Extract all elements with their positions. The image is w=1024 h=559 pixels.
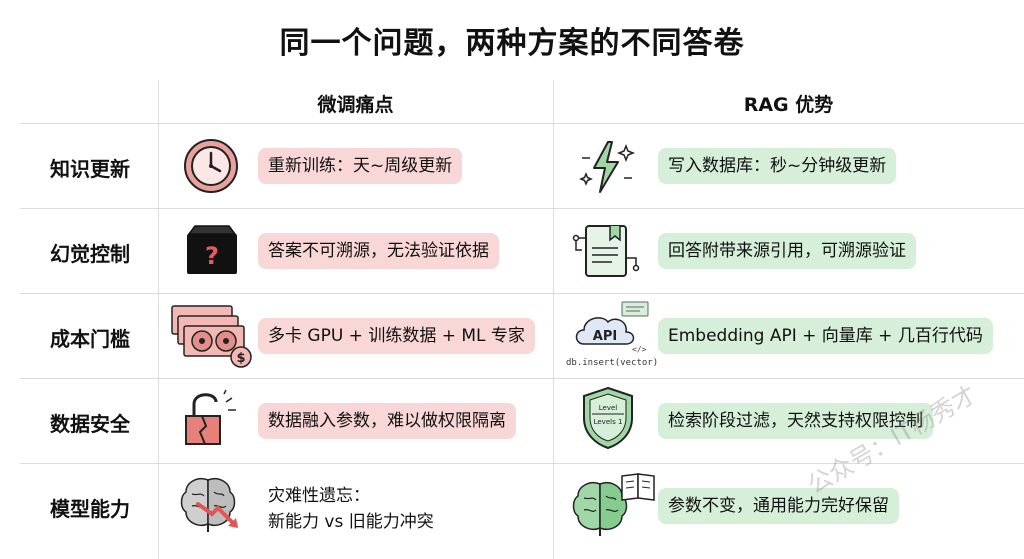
- row-divider: [20, 208, 1024, 209]
- lightning-sparkle-icon: [579, 141, 636, 193]
- cited-document-icon: [572, 225, 640, 277]
- column-header-advantage: RAG 优势: [743, 94, 834, 116]
- pain-pill: 答案不可溯源，无法验证依据: [258, 233, 499, 269]
- column-header-pain: 微调痛点: [317, 94, 394, 116]
- pain-pill: 数据融入参数，难以做权限隔离: [258, 403, 516, 439]
- brain-decline-icon: [180, 478, 238, 532]
- advantage-pill: 检索阶段过滤，天然支持权限控制: [658, 403, 933, 439]
- row-divider: [20, 293, 1024, 294]
- row-label: 幻觉控制: [50, 242, 130, 266]
- row-label: 模型能力: [50, 497, 130, 521]
- advantage-pill: 参数不变，通用能力完好保留: [658, 488, 899, 524]
- broken-lock-icon: [185, 389, 236, 445]
- pain-text-line2: 新能力 vs 旧能力冲突: [268, 512, 434, 532]
- header-divider: [20, 123, 1024, 124]
- row-label: 数据安全: [50, 412, 130, 436]
- dollar-sign-text: $: [236, 351, 245, 366]
- api-cloud-icon: API </>: [575, 301, 649, 354]
- brain-book-icon: [572, 473, 655, 536]
- row-label: 成本门槛: [50, 327, 130, 351]
- shield-levels-icon: Level Levels 1: [583, 386, 633, 450]
- svg-text:</>: </>: [632, 345, 647, 354]
- shield-bottom-text: Levels 1: [594, 418, 623, 426]
- column-divider: [553, 80, 554, 559]
- row-divider: [20, 463, 1024, 464]
- pain-pill: 多卡 GPU + 训练数据 + ML 专家: [258, 318, 535, 354]
- code-caption: db.insert(vector): [566, 358, 659, 368]
- row-label: 知识更新: [50, 157, 130, 181]
- pain-text-line1: 灾难性遗忘：: [268, 486, 370, 506]
- clock-icon: [184, 139, 238, 193]
- advantage-pill: Embedding API + 向量库 + 几百行代码: [658, 318, 993, 354]
- page-title: 同一个问题，两种方案的不同答卷: [279, 26, 745, 61]
- pain-pill: 重新训练：天~周级更新: [258, 148, 463, 184]
- row-divider: [20, 378, 1024, 379]
- gpu-cards-cost-icon: $: [171, 305, 252, 368]
- advantage-pill: 写入数据库：秒~分钟级更新: [658, 148, 897, 184]
- shield-top-text: Level: [599, 404, 618, 412]
- question-mark-text: ?: [205, 242, 219, 270]
- black-box-question-icon: ?: [187, 225, 237, 274]
- api-label-text: API: [593, 329, 617, 344]
- advantage-pill: 回答附带来源引用，可溯源验证: [658, 233, 916, 269]
- column-divider: [158, 80, 159, 559]
